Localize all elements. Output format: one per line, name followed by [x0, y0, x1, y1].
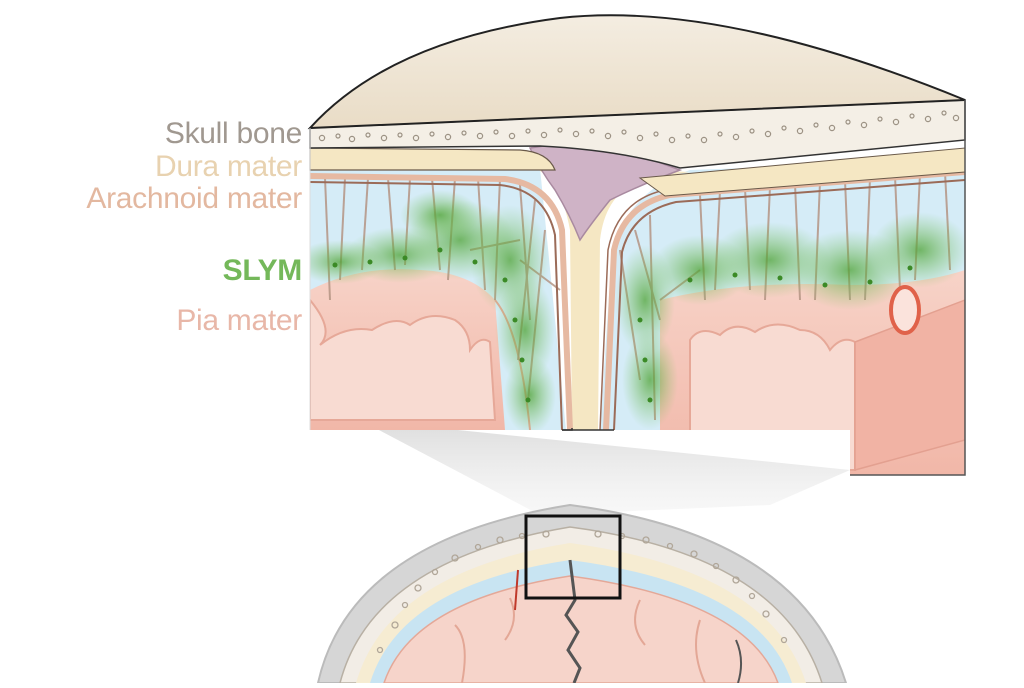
label-arachnoid-mater: Arachnoid mater [86, 182, 302, 215]
label-slym: SLYM [222, 254, 303, 287]
zoom-box [524, 514, 622, 600]
label-dura-mater: Dura mater [154, 150, 302, 183]
blood-vessel [889, 285, 921, 335]
skull-bone-layer [309, 99, 966, 169]
label-pia-mater: Pia mater [176, 304, 302, 337]
head-cross-section [316, 503, 848, 684]
tissue-block [307, 14, 966, 476]
label-skull-bone: Skull bone [164, 117, 302, 150]
slym-layer [310, 190, 965, 430]
zoom-cone [360, 420, 850, 515]
skull-top-surface [307, 14, 966, 130]
